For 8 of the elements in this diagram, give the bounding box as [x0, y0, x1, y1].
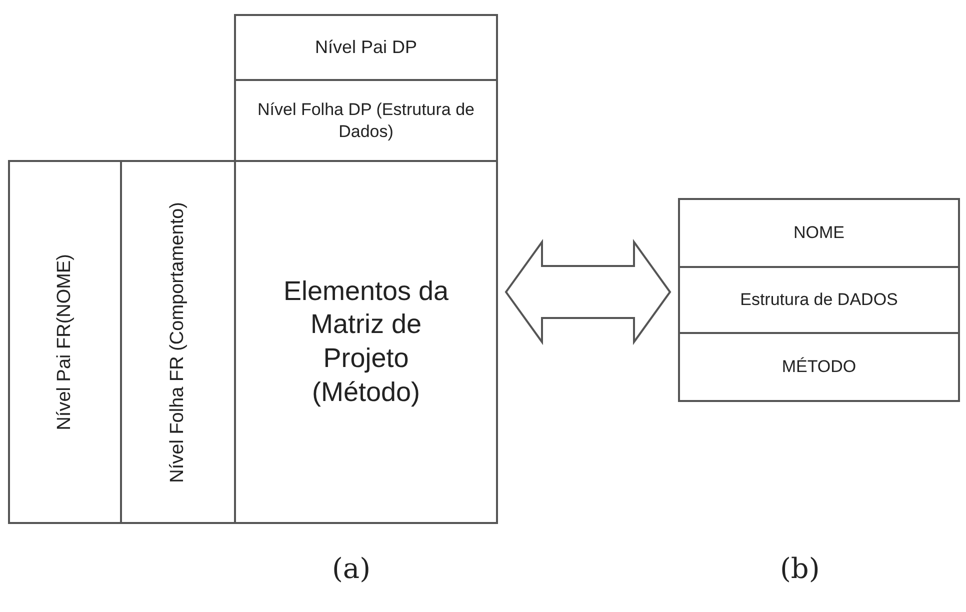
panel-label: (b): [780, 552, 820, 585]
header-cell: Nível Pai DP: [234, 14, 498, 81]
double-arrow: [504, 238, 672, 346]
header-cell: Nível Folha DP (Estrutura de Dados): [234, 79, 498, 162]
header-cell: Nível Folha FR (Comportamento): [120, 160, 236, 524]
matrix-cell: Elementos da Matriz de Projeto (Método): [234, 160, 498, 524]
panel-label: (a): [332, 552, 371, 585]
header-cell: Nível Pai FR(NOME): [8, 160, 122, 524]
